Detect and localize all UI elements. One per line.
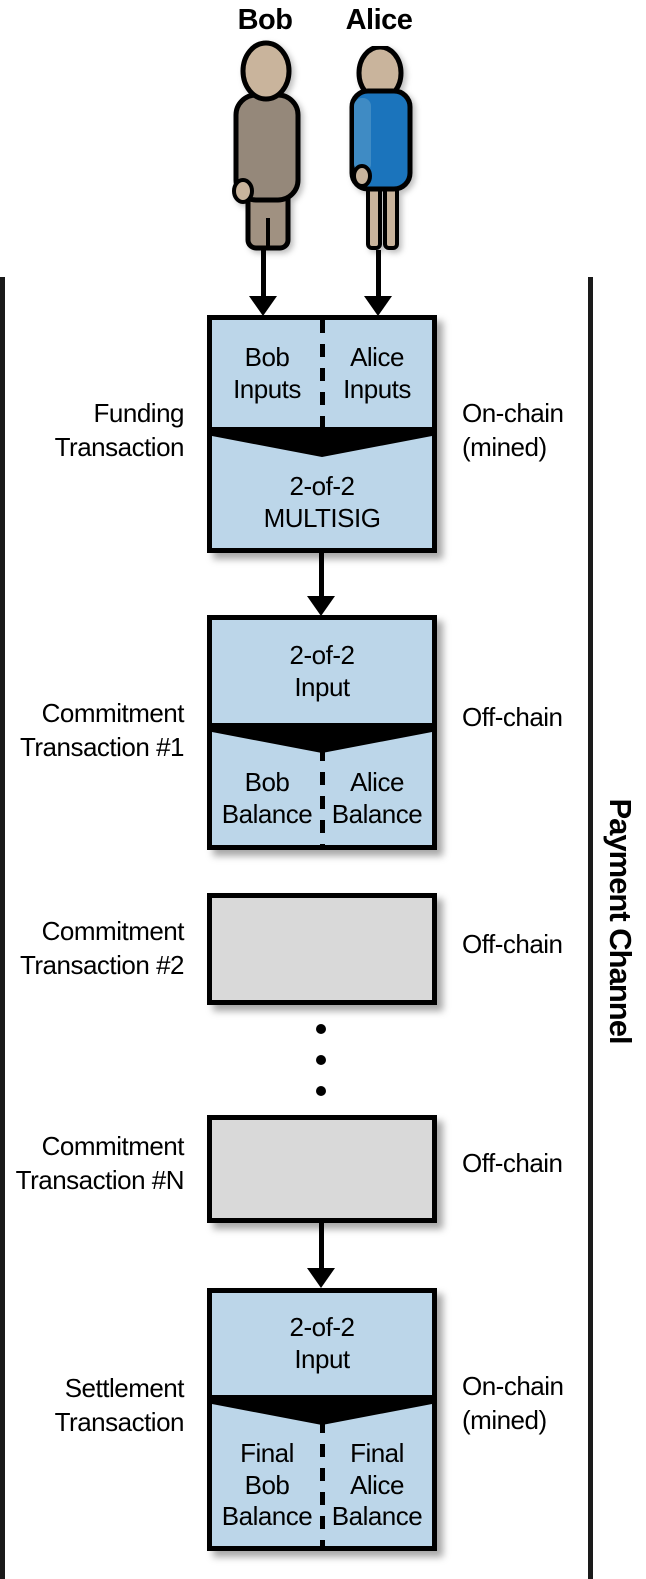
commitment1-input-cell: 2-of-2 Input (289, 639, 355, 702)
funding-funnel-icon (212, 427, 432, 457)
commitment1-alice-balance-cell: Alice Balance (331, 767, 423, 829)
settlement-final-bob-balance-cell: Final Bob Balance (221, 1437, 313, 1532)
settlement-balance-dashed-divider (320, 1420, 325, 1546)
commitment2-label: Commitment Transaction #2 (19, 916, 185, 981)
commitment1-funnel-icon (212, 723, 432, 753)
settlement-funnel-icon (212, 1395, 432, 1425)
commitment1-label: Commitment Transaction #1 (19, 698, 185, 763)
settlement-transaction-label: Settlement Transaction (54, 1373, 185, 1438)
channel-left-bar (0, 277, 5, 1579)
funding-transaction-label: Funding Transaction (54, 398, 185, 463)
commitment1-chain-status-label: Off-chain (462, 702, 563, 732)
commitment1-box: 2-of-2 Input Bob Balance Alice Balance (207, 615, 437, 850)
ellipsis-dot (316, 1055, 326, 1065)
settlement-chain-status-label: On-chain (mined) (462, 1371, 564, 1436)
arrow-bob-to-funding-head (249, 296, 277, 316)
commitmentN-box (207, 1115, 437, 1223)
actor-label-bob: Bob (237, 4, 293, 36)
commitmentN-chain-status-label: Off-chain (462, 1148, 563, 1178)
commitment2-box (207, 893, 437, 1005)
funding-inputs-dashed-divider (320, 320, 325, 427)
arrow-commitmentN-to-settlement-head (307, 1268, 335, 1288)
ellipsis-dot (316, 1086, 326, 1096)
arrow-commitmentN-to-settlement-line (319, 1223, 324, 1269)
arrow-funding-to-commitment1-line (319, 553, 324, 597)
payment-channel-label: Payment Channel (603, 798, 638, 1044)
funding-chain-status-label: On-chain (mined) (462, 398, 564, 463)
commitment1-bob-balance-cell: Bob Balance (221, 767, 313, 829)
ellipsis-dot (316, 1024, 326, 1034)
settlement-box: 2-of-2 Input Final Bob Balance Final Ali… (207, 1288, 437, 1551)
actor-label-alice: Alice (345, 4, 413, 36)
arrow-bob-to-funding-line (261, 248, 266, 297)
arrow-alice-to-funding-line (376, 250, 381, 297)
channel-right-bar (588, 277, 593, 1579)
commitment1-balance-dashed-divider (320, 748, 325, 845)
commitmentN-label: Commitment Transaction #N (15, 1131, 185, 1196)
funding-multisig-output: 2-of-2 MULTISIG (263, 470, 381, 533)
funding-alice-inputs-cell: Alice Inputs (343, 341, 411, 404)
settlement-final-alice-balance-cell: Final Alice Balance (331, 1437, 423, 1532)
alice-figure-icon (349, 46, 413, 250)
arrow-funding-to-commitment1-head (307, 596, 335, 616)
arrow-alice-to-funding-head (364, 296, 392, 316)
funding-transaction-box: Bob Inputs Alice Inputs 2-of-2 MULTISIG (207, 315, 437, 553)
funding-bob-inputs-cell: Bob Inputs (233, 341, 301, 404)
settlement-input-cell: 2-of-2 Input (289, 1312, 355, 1374)
commitment2-chain-status-label: Off-chain (462, 929, 563, 959)
bob-figure-icon (232, 40, 301, 251)
